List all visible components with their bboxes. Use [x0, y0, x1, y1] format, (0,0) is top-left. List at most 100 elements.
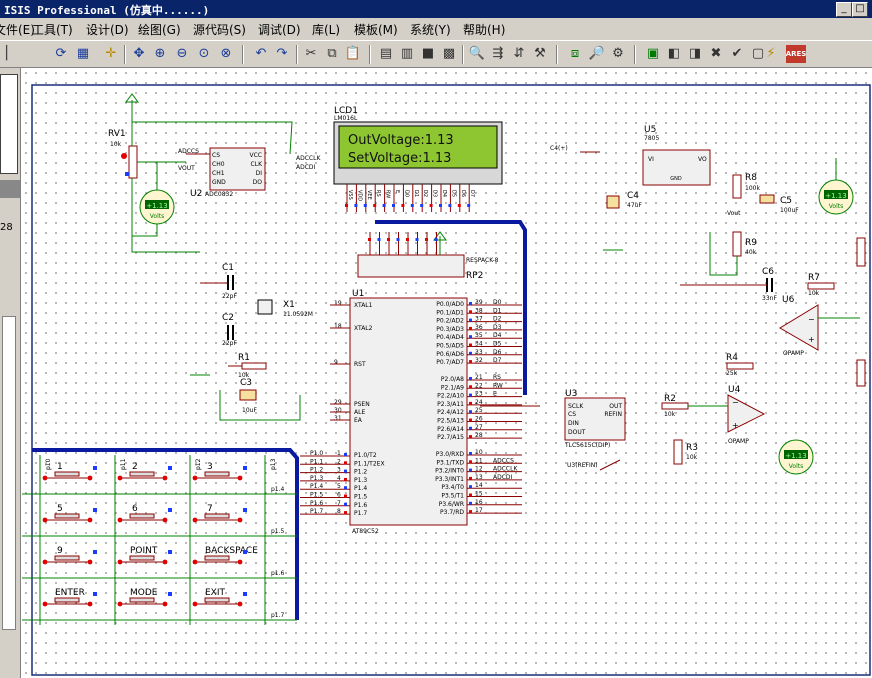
zoom-area-icon[interactable]: ⊗ [220, 46, 232, 61]
keypad-button[interactable]: ENTER [42, 588, 97, 607]
zoom-in-icon[interactable]: ⊕ [154, 46, 166, 61]
packaging-icon[interactable]: ⇵ [513, 46, 525, 61]
keypad-button[interactable]: MODE [117, 588, 172, 607]
new-sheet-icon[interactable]: ▣ [646, 46, 660, 61]
zoom-child-icon[interactable]: ◨ [688, 46, 702, 61]
pin-state-marker [469, 351, 472, 355]
redo-icon[interactable]: ↷ [276, 46, 288, 61]
u6-opamp[interactable]: U6 OPAMP − + [779, 295, 860, 357]
grid-icon[interactable]: ▦ [76, 46, 90, 61]
rv1-potentiometer[interactable]: RV1 10k [108, 93, 200, 253]
pin-state-marker [469, 401, 472, 405]
keypad-button[interactable]: 6 [117, 504, 172, 523]
pick-device-icon[interactable]: 🔍 [468, 46, 486, 61]
keypad-button[interactable]: EXIT [192, 588, 247, 607]
keypad-button[interactable]: 1 [42, 462, 97, 481]
menu-design[interactable]: 设计(D) [86, 23, 129, 37]
menu-system[interactable]: 系统(Y) [410, 23, 451, 37]
c6-ref: C6 [762, 267, 774, 277]
resistor-right-bottom[interactable] [856, 359, 866, 387]
undo-icon[interactable]: ↶ [255, 46, 267, 61]
voltmeter-left[interactable]: +1.13 Volts [132, 162, 175, 237]
schematic-canvas[interactable]: RV1 10k +1.13 Volts CS CH0 CH1 GND VCC C… [21, 68, 872, 678]
keypad-label: 3 [207, 462, 213, 472]
menu-file[interactable]: 文件(E) [0, 23, 35, 37]
pin-state-marker [344, 453, 347, 456]
x1-ref: X1 [283, 300, 295, 310]
ares-icon[interactable]: ARES [786, 45, 806, 63]
u1-pin-label: P1.7 [354, 510, 367, 517]
u2-pin-gnd: GND [212, 179, 226, 186]
decompose-icon[interactable]: ⚒ [534, 46, 546, 61]
u1-pin-number: 34 [475, 341, 483, 348]
pin-state-marker [469, 485, 472, 489]
u2-adc0832[interactable]: CS CH0 CH1 GND VCC CLK DI DO U2 ADC0832 … [132, 121, 321, 199]
c3-ref: C3 [240, 378, 252, 388]
u1-net-label: D7 [493, 357, 502, 364]
keypad-button[interactable]: 2 [117, 462, 172, 481]
device-list[interactable] [2, 316, 16, 630]
u1-pin-number: 4 [337, 475, 341, 482]
keypad-button[interactable]: 5 [42, 504, 97, 523]
u1-net-label: P1.6 [310, 500, 323, 507]
oscillator-circuit[interactable]: C1 22pF C2 22pF X1 11.0592M R1 10k C3 10… [190, 263, 313, 421]
refresh-icon[interactable]: ⟳ [55, 46, 67, 61]
u1-pin-number: 39 [475, 299, 483, 306]
pin-state-marker [469, 435, 472, 439]
menu-help[interactable]: 帮助(H) [463, 23, 506, 37]
u1-pin-number: 35 [475, 332, 483, 339]
make-device-icon[interactable]: ⇶ [492, 46, 504, 61]
keypad-button[interactable]: 7 [192, 504, 247, 523]
block-rotate-icon[interactable]: ■ [421, 46, 435, 61]
pin-state-marker [469, 393, 472, 397]
search-tag-icon[interactable]: 🔎 [588, 46, 606, 61]
dac-output-stage[interactable]: R2 10k R3 10k R4 25k U4 OPAMP − + [661, 353, 766, 465]
lcd1-display[interactable]: LCD1 LM016L OutVoltage:1.13 SetVoltage:1… [333, 106, 503, 185]
paste-icon[interactable]: 📋 [344, 46, 362, 61]
maximize-button[interactable]: □ [852, 2, 868, 17]
pin-state-marker [373, 204, 377, 207]
u1-pin-number: 37 [475, 316, 483, 323]
u1-pin-number: 8 [337, 508, 341, 515]
copy-icon[interactable]: ⧉ [327, 46, 337, 61]
pin-state-marker [469, 302, 472, 305]
menu-tools[interactable]: 工具(T) [32, 23, 73, 37]
origin-icon[interactable]: ✛ [105, 46, 117, 61]
menu-debug[interactable]: 调试(D) [258, 23, 301, 37]
menu-template[interactable]: 模板(M) [354, 23, 398, 37]
erc-icon[interactable]: ✔ [731, 46, 743, 61]
r7-value: 10k [808, 290, 820, 297]
u1-at89c52[interactable]: U1 AT89C52 [349, 289, 468, 535]
cut-icon[interactable]: ✂ [305, 46, 317, 61]
u1-pin-number: 28 [475, 432, 483, 439]
u3-part: TLC5615C(DIP) [564, 442, 610, 449]
block-delete-icon[interactable]: ▩ [442, 46, 456, 61]
keypad-button[interactable]: POINT [117, 546, 172, 565]
keypad-button[interactable]: 3 [192, 462, 247, 481]
zoom-all-icon[interactable]: ⊙ [198, 46, 210, 61]
remove-sheet-icon[interactable]: ◧ [667, 46, 681, 61]
zoom-out-icon[interactable]: ⊖ [176, 46, 188, 61]
voltmeter-bottom-right[interactable]: +1.13 Volts [778, 439, 814, 475]
pan-icon[interactable]: ✥ [133, 46, 145, 61]
netlist-icon[interactable]: ⚡ [766, 46, 776, 61]
menu-source[interactable]: 源代码(S) [193, 23, 246, 37]
menu-graph[interactable]: 绘图(G) [138, 23, 181, 37]
toolbar: ▏ ⟳ ▦ ✛ ✥ ⊕ ⊖ ⊙ ⊗ ↶ ↷ ✂ ⧉ 📋 ▤ ▥ ■ ▩ 🔍 ⇶ … [0, 40, 872, 68]
keypad-button[interactable]: BACKSPACE [192, 546, 259, 565]
minimize-button[interactable]: _ [836, 2, 852, 17]
property-icon[interactable]: ⚙ [612, 46, 624, 61]
u1-pin-label: P2.1/A9 [441, 384, 464, 391]
bom-icon[interactable]: ✖ [710, 46, 722, 61]
wire-autorouter-icon[interactable]: ⧈ [570, 46, 580, 61]
block-copy-icon[interactable]: ▤ [379, 46, 393, 61]
u3-tlc5615[interactable]: U3 TLC5615C(DIP) SCLK CS DIN DOUT OUT RE… [564, 389, 626, 471]
voltmeter-top-right[interactable]: +1.13 Volts [818, 158, 854, 215]
block-move-icon[interactable]: ▥ [400, 46, 414, 61]
rp2-respack[interactable]: RESPACK-8 RP2 [357, 231, 499, 281]
keypad-button[interactable]: 9 [42, 546, 97, 565]
netlist-icon[interactable]: ▢ [751, 46, 765, 61]
u5-regulator[interactable]: U5 7805 VI VO GND C4(+) C4 47uF R8 100k … [550, 125, 835, 302]
menu-library[interactable]: 库(L) [312, 23, 341, 37]
resistor-right-top[interactable] [856, 237, 866, 267]
